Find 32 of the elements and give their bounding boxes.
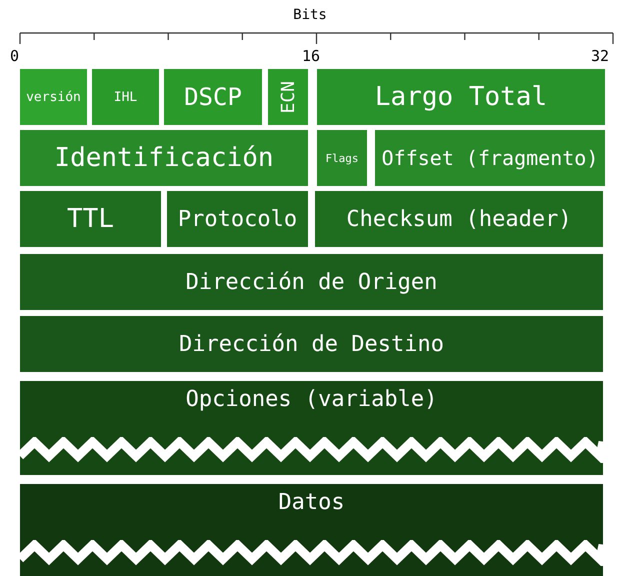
header-field <box>268 69 308 125</box>
field-label: Offset (fragmento) <box>382 146 598 170</box>
header-field <box>315 191 603 247</box>
axis-title: Bits <box>292 7 328 23</box>
tick-label: 16 <box>300 47 322 65</box>
tick-label: 32 <box>590 47 610 65</box>
field-label: Checksum (header) <box>346 206 572 232</box>
field-label: TTL <box>67 204 114 234</box>
header-field <box>317 69 605 125</box>
field-label: versión <box>26 90 81 104</box>
field-label: Opciones (variable) <box>186 387 438 412</box>
header-field <box>20 69 87 125</box>
header-field <box>375 130 605 186</box>
field-label: ECN <box>278 80 298 114</box>
field-label: Largo Total <box>374 82 548 112</box>
field-label: Datos <box>278 490 345 515</box>
field-label: Flags <box>325 152 359 164</box>
header-field <box>317 130 367 186</box>
field-label: DSCP <box>184 83 242 111</box>
header-field <box>20 191 161 247</box>
tick-label: 0 <box>10 47 20 65</box>
header-field <box>92 69 159 125</box>
field-label: Identificación <box>54 143 274 173</box>
header-field <box>20 254 603 310</box>
field-label: Dirección de Destino <box>179 332 444 356</box>
field-label: Dirección de Origen <box>186 270 438 294</box>
header-field <box>167 191 308 247</box>
field-label: IHL <box>114 90 138 104</box>
field-label: Protocolo <box>178 206 298 232</box>
header-field <box>20 130 308 186</box>
header-field <box>164 69 262 125</box>
header-field <box>20 316 603 372</box>
